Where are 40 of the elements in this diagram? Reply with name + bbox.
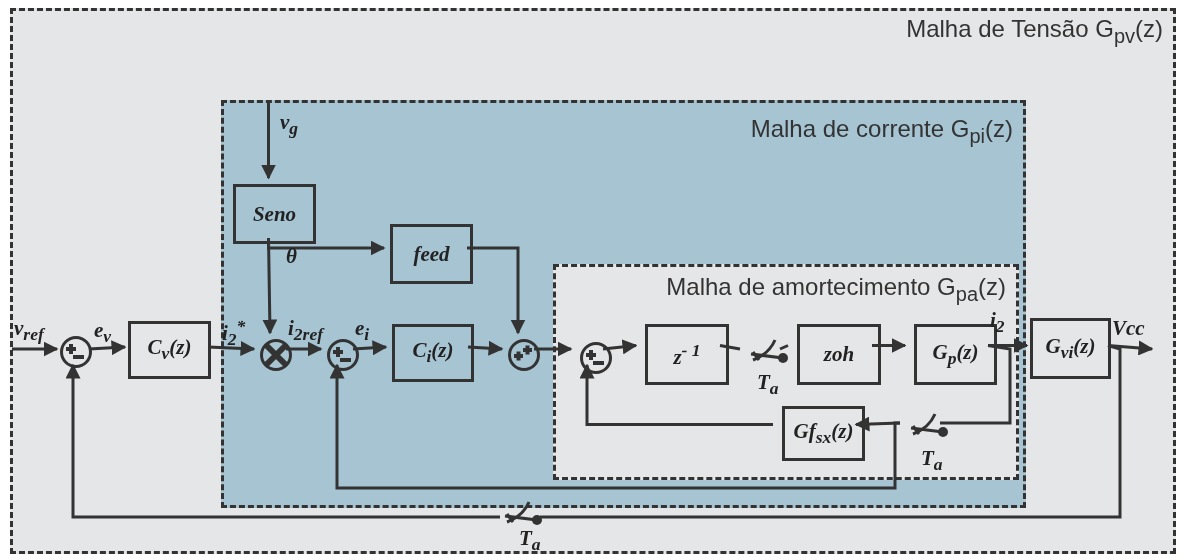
transfer-function-block: Gf$_{sx}$(z) — [782, 406, 865, 461]
sampling-period-label: T$_{a}$ — [757, 370, 779, 400]
transfer-function-block: G$_{p}$(z) — [914, 324, 997, 385]
transfer-function-block: zoh — [797, 324, 881, 385]
region-title: Malha de Tensão G$_{pv}$(z) — [906, 15, 1163, 48]
transfer-function-block: feed — [390, 224, 473, 284]
signal-label: θ — [286, 244, 297, 269]
sampling-period-label: T$_{a}$ — [921, 446, 943, 476]
transfer-function-block: C$_{i}$(z) — [392, 324, 474, 382]
transfer-function-block: z$^{- 1}$ — [645, 324, 729, 385]
signal-arrow — [65, 363, 500, 519]
signal-arrow — [534, 341, 573, 357]
signal-arrow — [12, 341, 59, 357]
signal-arrow — [88, 340, 127, 356]
signal-arrow — [602, 339, 638, 355]
sampling-period-label: T$_{a}$ — [519, 526, 541, 556]
signal-label: i$_{2ref}$ — [288, 316, 323, 346]
signal-label: e$_{i}$ — [355, 316, 370, 346]
signal-arrow — [988, 338, 1029, 353]
transfer-function-block: G$_{vi}$(z) — [1030, 318, 1111, 379]
signal-label: Vcc — [1112, 316, 1145, 341]
loop-region — [553, 264, 1019, 480]
transfer-function-block: Seno — [233, 184, 316, 244]
signal-arrow — [267, 238, 386, 256]
signal-arrow — [467, 246, 526, 335]
region-title: Malha de corrente G$_{pi}$(z) — [750, 115, 1013, 148]
transfer-function-block: C$_{v}$(z) — [128, 321, 211, 379]
signal-arrow — [872, 338, 907, 353]
region-title: Malha de amortecimento G$_{pa}$(z) — [666, 273, 1006, 306]
signal-label: v$_{ref}$ — [14, 316, 44, 346]
signal-arrow — [329, 363, 901, 490]
signal-arrow — [352, 340, 388, 356]
loop-region — [221, 100, 1026, 508]
signal-label: v$_{g}$ — [280, 110, 299, 140]
loop-region — [10, 8, 1176, 554]
signal-arrow — [286, 341, 323, 357]
signal-arrow — [467, 340, 504, 356]
signal-arrow — [261, 100, 276, 180]
signal-arrow — [579, 363, 773, 426]
signal-label: e$_{v}$ — [94, 318, 112, 348]
